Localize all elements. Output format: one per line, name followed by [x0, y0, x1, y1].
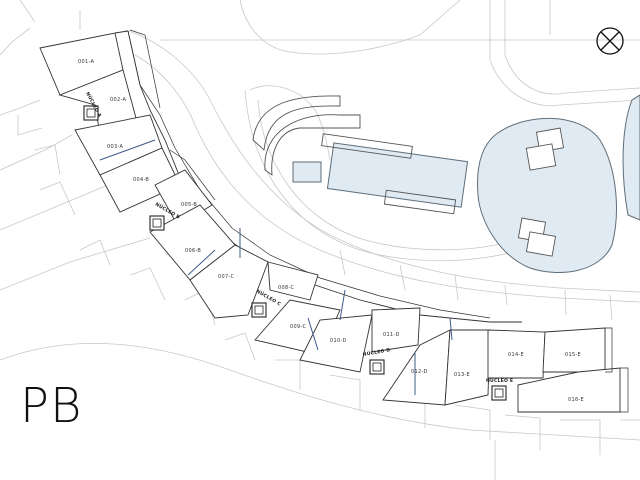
unit-008-c[interactable] [267, 261, 319, 301]
unit-label: 016-E [568, 397, 584, 403]
unit-label: 009-C [290, 324, 307, 330]
unit-015-e[interactable] [542, 327, 606, 373]
unit-label: 003-A [107, 144, 123, 150]
unit-label: 004-B [133, 177, 149, 183]
pool-small [292, 161, 322, 183]
unit-label: 008-C [278, 285, 295, 291]
unit-label: 012-D [411, 369, 428, 375]
floor-label: PB [20, 378, 83, 434]
core-c[interactable] [251, 302, 267, 318]
unit-label: 015-E [565, 352, 581, 358]
north-arrow-icon [596, 27, 624, 55]
building [39, 29, 629, 413]
core-d[interactable] [369, 359, 385, 375]
amenities [252, 94, 640, 274]
unit-016-e[interactable] [517, 367, 621, 413]
unit-label: 001-A [78, 59, 94, 65]
unit-label: 010-D [330, 338, 347, 344]
unit-label: 006-B [185, 248, 201, 254]
core-label: NÚCLEO E [486, 377, 513, 384]
core-e[interactable] [491, 385, 507, 401]
unit-label: 002-A [110, 97, 126, 103]
core-b[interactable] [149, 215, 165, 231]
unit-label: 005-B [181, 202, 197, 208]
unit-014-e[interactable] [487, 329, 546, 379]
core-a[interactable] [83, 105, 99, 121]
unit-labels: 001-A 002-A 003-A 004-B 005-B 006-B 007-… [78, 59, 584, 403]
unit-label: 013-E [454, 372, 470, 378]
cores [83, 105, 507, 401]
pool-main [326, 142, 469, 208]
core-label: NÚCLEO D [362, 346, 391, 358]
unit-label: 007-C [218, 274, 235, 280]
lake [477, 117, 617, 274]
unit-label: 011-D [383, 332, 400, 338]
unit-007-c[interactable] [189, 244, 269, 319]
unit-011-d[interactable] [371, 307, 421, 353]
unit-013-e[interactable] [444, 329, 491, 406]
unit-label: 014-E [508, 352, 524, 358]
